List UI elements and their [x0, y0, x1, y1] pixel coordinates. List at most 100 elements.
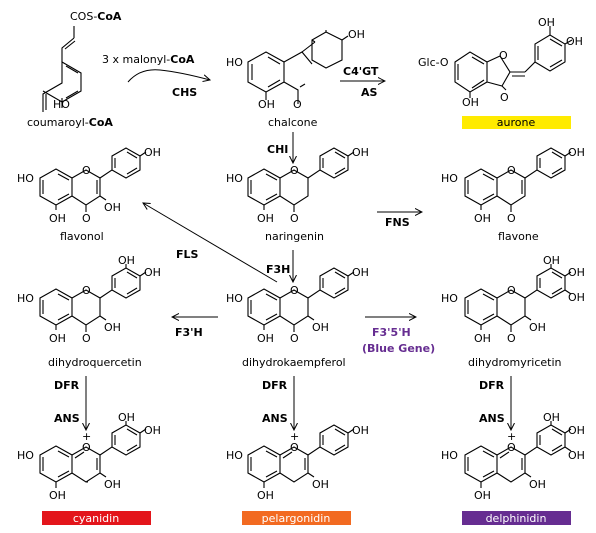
cyanidin-oh-top: OH: [118, 411, 135, 424]
chalcone-ho-left: HO: [226, 56, 243, 69]
dihydroquercetin-oh-top: OH: [118, 254, 135, 267]
chs-arrow: [127, 69, 210, 83]
naringenin-ring-o: O: [290, 164, 299, 177]
naringenin-structure: [247, 147, 355, 212]
aurone-ring-o: O: [499, 49, 508, 62]
flavonol-o-keto: O: [82, 212, 91, 225]
pelargonidin-tag: [242, 511, 351, 525]
blue-gene-label: (Blue Gene): [362, 342, 435, 355]
enzyme-as: AS: [361, 86, 378, 99]
flavone-o-keto: O: [507, 212, 516, 225]
dihydroquercetin-oh-right: OH: [144, 266, 161, 279]
delphinidin-oh-top: OH: [543, 411, 560, 424]
dihydromyricetin-oh-5: OH: [474, 332, 491, 345]
pelargonidin-oh-3: OH: [312, 478, 329, 491]
cyanidin-tag-label: cyanidin: [73, 512, 119, 525]
flavone-label: flavone: [498, 230, 539, 243]
naringenin-oh-5: OH: [257, 212, 274, 225]
aurone-structure: [454, 26, 573, 98]
enzyme-dfr-left: DFR: [54, 379, 80, 392]
coumaroyl-cos-coa: COS-CoA: [70, 10, 122, 23]
flavonol-oh-3: OH: [104, 201, 121, 214]
chalcone-oh-bottom: OH: [258, 98, 275, 111]
aurone-oh-bottom: OH: [462, 96, 479, 109]
enzyme-dfr-center: DFR: [262, 379, 288, 392]
pelargonidin-oh-5: OH: [257, 489, 274, 502]
coumaroyl-coa-structure: HO: [42, 26, 82, 112]
flavonol-oh-5: OH: [49, 212, 66, 225]
chalcone-o: O: [293, 98, 302, 111]
delphinidin-oh-right-bottom: OH: [568, 449, 585, 462]
pelargonidin-oh-right: OH: [352, 424, 369, 437]
cyanidin-oh-5: OH: [49, 489, 66, 502]
delphinidin-oh-5: OH: [474, 489, 491, 502]
flavone-ring-o: O: [507, 164, 516, 177]
dihydroquercetin-o-keto: O: [82, 332, 91, 345]
dihydromyricetin-ring-o: O: [507, 284, 516, 297]
flavone-ho: HO: [441, 172, 458, 185]
dihydromyricetin-oh-right-top: OH: [568, 266, 585, 279]
cyanidin-ho: HO: [17, 449, 34, 462]
flavone-oh-right: OH: [568, 146, 585, 159]
pelargonidin-plus: +: [290, 430, 299, 443]
dihydromyricetin-oh-3: OH: [529, 321, 546, 334]
dihydrokaempferol-label: dihydrokaempferol: [242, 356, 346, 369]
naringenin-o-keto: O: [290, 212, 299, 225]
cyanidin-structure: [39, 421, 147, 488]
cyanidin-ring-o: O: [82, 441, 91, 454]
aurone-glc-o: Glc-O: [418, 56, 449, 69]
flavone-oh-5: OH: [474, 212, 491, 225]
pelargonidin-ho: HO: [226, 449, 243, 462]
enzyme-chi: CHI: [267, 143, 288, 156]
enzyme-ans-right: ANS: [479, 412, 505, 425]
enzyme-dfr-right: DFR: [479, 379, 505, 392]
dihydrokaempferol-ring-o: O: [290, 284, 299, 297]
enzyme-chs: CHS: [172, 86, 197, 99]
delphinidin-oh-right-top: OH: [568, 424, 585, 437]
delphinidin-plus: +: [507, 430, 516, 443]
pelargonidin-tag-label: pelargonidin: [262, 512, 331, 525]
dihydrokaempferol-structure: [247, 267, 355, 332]
cyanidin-oh-3: OH: [104, 478, 121, 491]
aurone-oh-right: OH: [566, 35, 583, 48]
coumaroyl-coa-label: coumaroyl-CoA: [27, 116, 113, 129]
delphinidin-ring-o: O: [507, 441, 516, 454]
enzyme-c4gt: C4'GT: [343, 65, 379, 78]
dihydromyricetin-ho: HO: [441, 292, 458, 305]
aurone-tag-label: aurone: [497, 116, 536, 129]
naringenin-oh-right: OH: [352, 146, 369, 159]
delphinidin-structure: [464, 421, 572, 488]
dihydroquercetin-ho: HO: [17, 292, 34, 305]
fls-arrow: [143, 203, 278, 283]
naringenin-ho: HO: [226, 172, 243, 185]
dihydromyricetin-structure: [464, 264, 572, 332]
dihydroquercetin-oh-3: OH: [104, 321, 121, 334]
enzyme-ans-center: ANS: [262, 412, 288, 425]
dihydroquercetin-label: dihydroquercetin: [48, 356, 142, 369]
pelargonidin-ring-o: O: [290, 441, 299, 454]
dihydromyricetin-o-keto: O: [507, 332, 516, 345]
dihydroquercetin-oh-5: OH: [49, 332, 66, 345]
flavonol-ho: HO: [17, 172, 34, 185]
coumaroyl-oh: HO: [53, 98, 70, 111]
dihydromyricetin-oh-top: OH: [543, 254, 560, 267]
naringenin-label: naringenin: [265, 230, 324, 243]
pelargonidin-structure: [247, 424, 355, 488]
aurone-oh-top: OH: [538, 16, 555, 29]
enzyme-f3prime-h: F3'H: [175, 326, 203, 339]
dihydroquercetin-structure: [39, 264, 147, 332]
cyanidin-plus: +: [82, 430, 91, 443]
dihydrokaempferol-oh-right: OH: [352, 266, 369, 279]
malonyl-coa-reagent: 3 x malonyl-CoA: [102, 53, 195, 66]
flavonol-structure: [39, 147, 147, 212]
dihydromyricetin-oh-right-bottom: OH: [568, 291, 585, 304]
delphinidin-oh-3: OH: [529, 478, 546, 491]
cyanidin-tag: [42, 511, 151, 525]
aurone-o-keto: O: [500, 91, 509, 104]
delphinidin-ho: HO: [441, 449, 458, 462]
flavone-structure: [464, 147, 572, 212]
enzyme-f35h: F3'5'H: [372, 326, 411, 339]
dihydrokaempferol-ho: HO: [226, 292, 243, 305]
enzyme-ans-left: ANS: [54, 412, 80, 425]
